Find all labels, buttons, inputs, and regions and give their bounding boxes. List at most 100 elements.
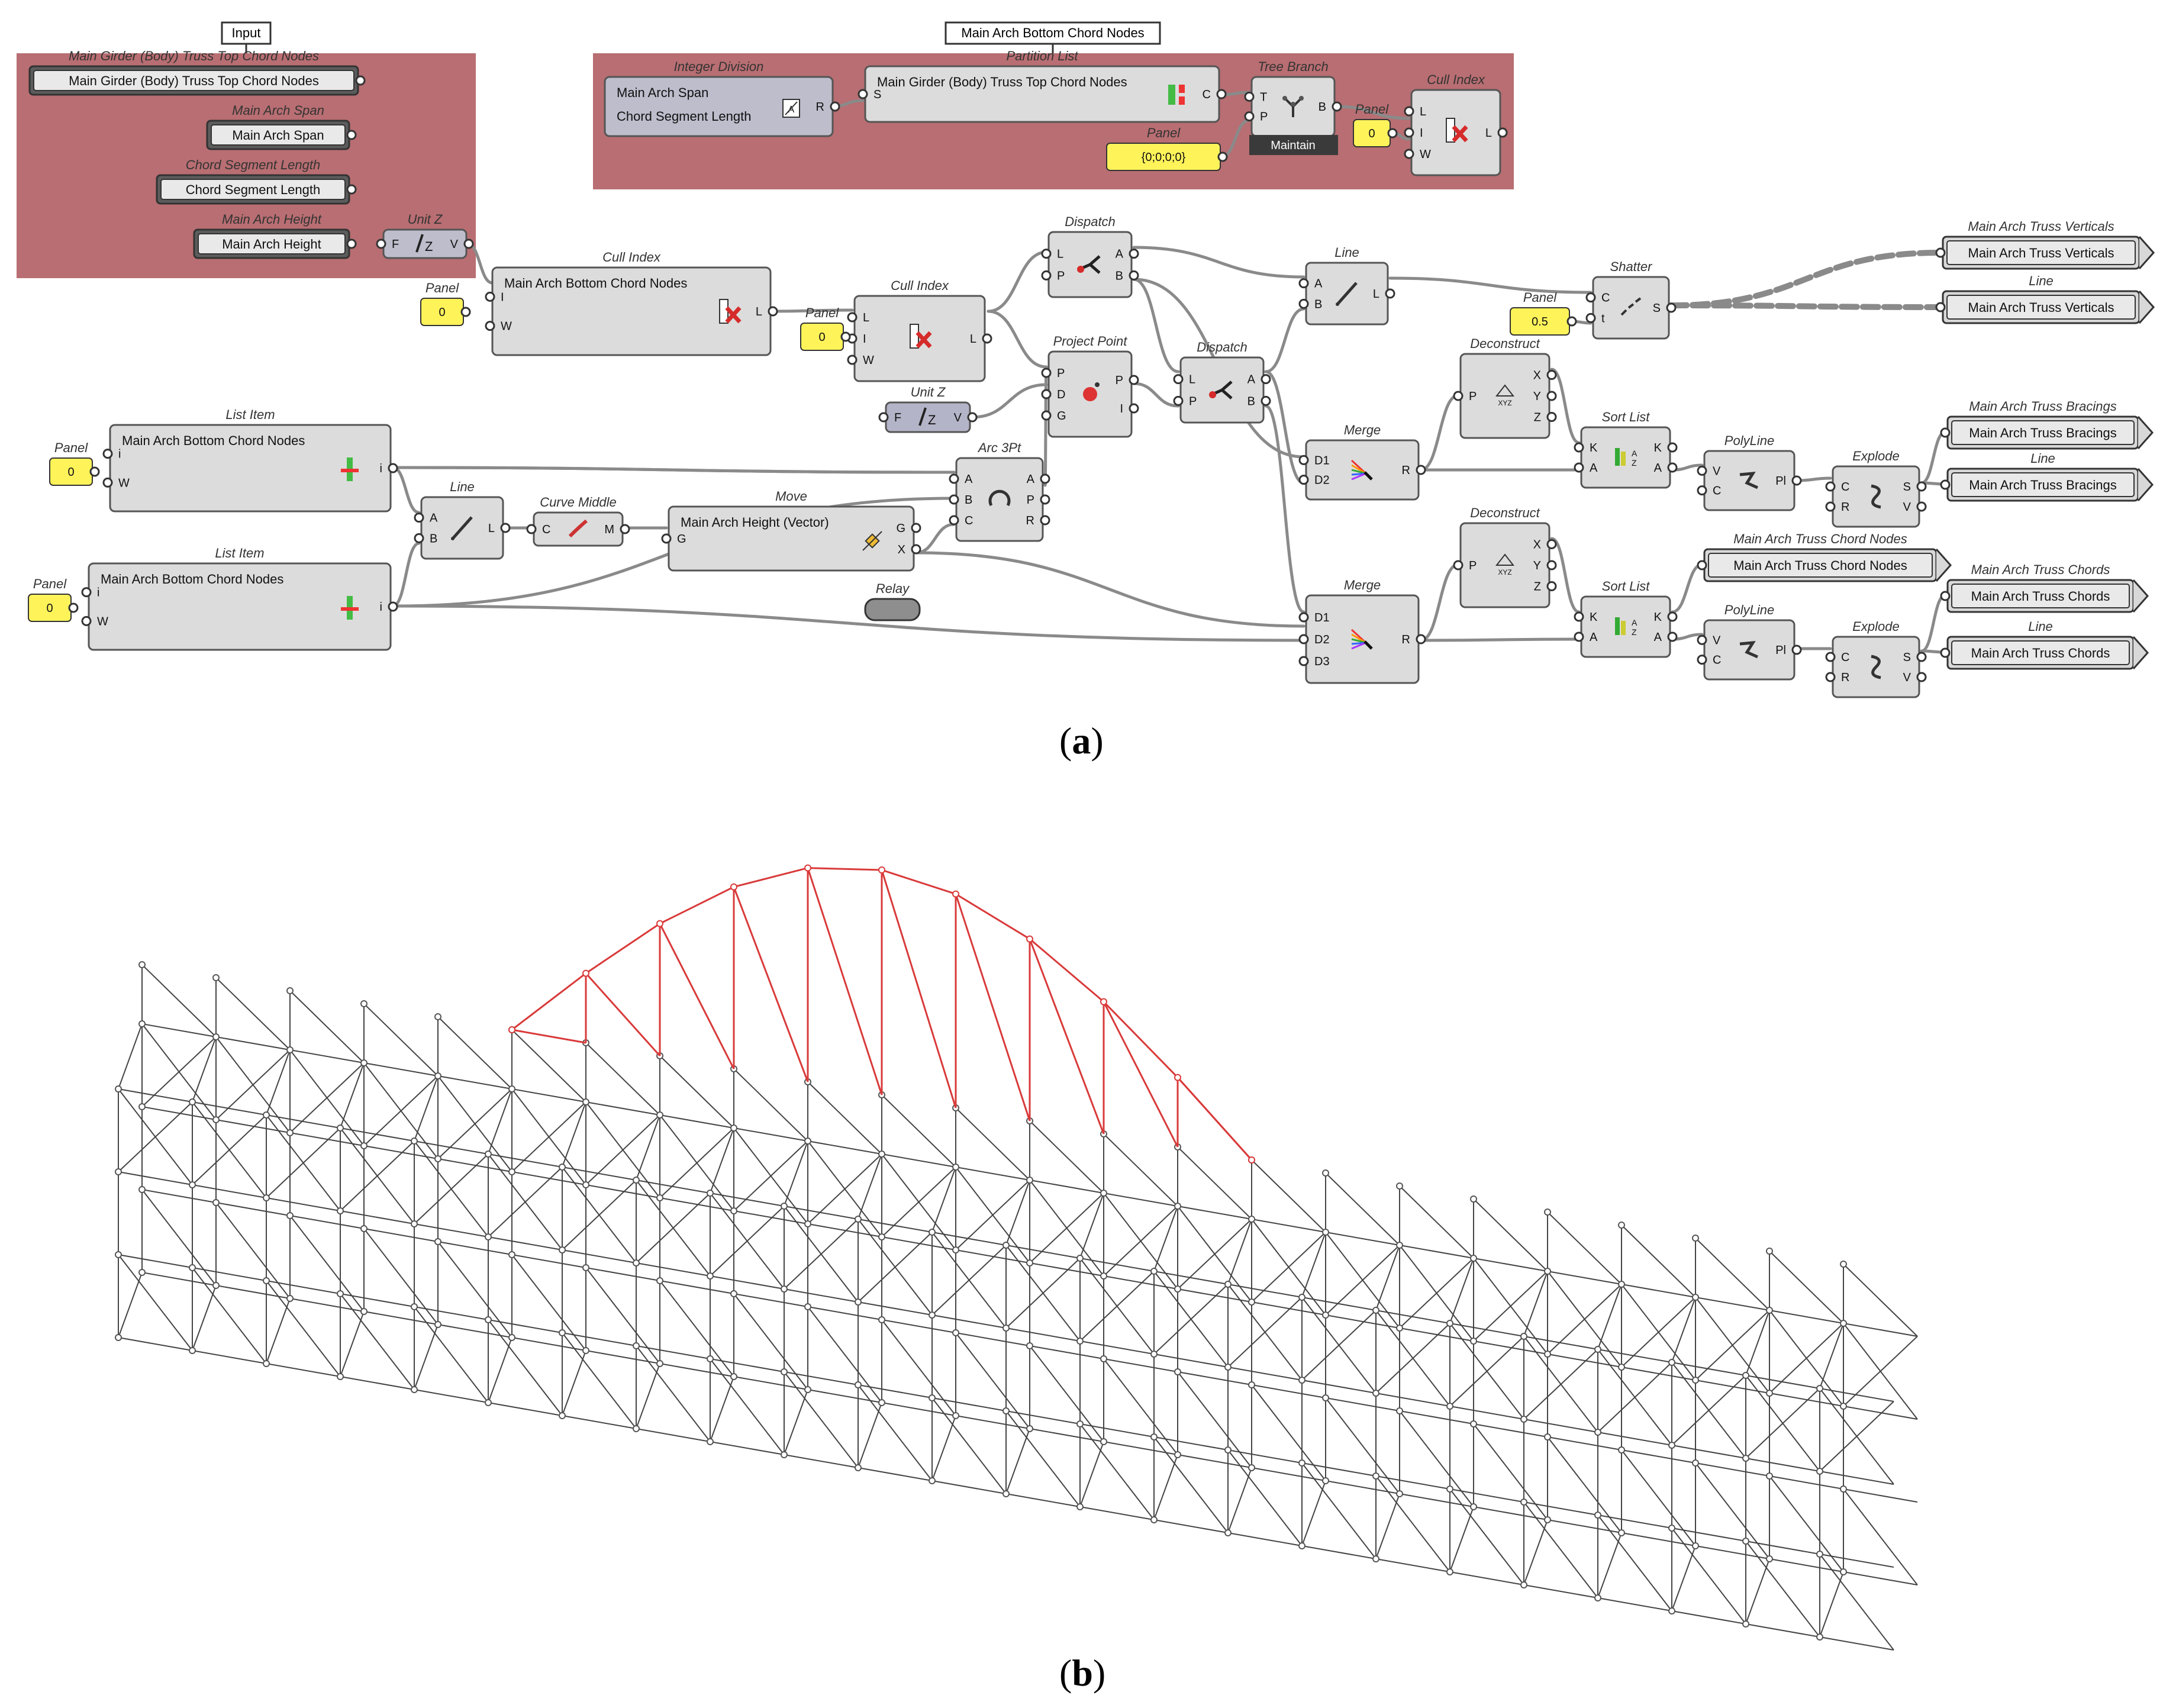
node-panel-path[interactable]: Panel{0;0;0;0} xyxy=(1106,125,1228,171)
truss-member xyxy=(659,1127,734,1198)
node-title: Line xyxy=(1334,245,1359,260)
truss-member xyxy=(1079,1423,1155,1520)
node-params[interactable]: Main Girder (Body) Truss Top Chord Nodes… xyxy=(28,49,366,96)
truss-node xyxy=(1520,1498,1527,1506)
truss-member xyxy=(636,1114,660,1181)
wire xyxy=(1920,430,1947,485)
truss-member xyxy=(1843,1336,1918,1407)
truss-node xyxy=(1840,1403,1847,1410)
truss-node xyxy=(633,1342,640,1349)
component-label: Main Girder (Body) Truss Top Chord Nodes xyxy=(877,75,1127,89)
truss-node xyxy=(434,1155,441,1162)
truss-node xyxy=(1668,1607,1675,1614)
truss-node xyxy=(929,1311,936,1319)
truss-member xyxy=(488,1319,563,1416)
truss-member xyxy=(1177,1371,1252,1468)
node-relay[interactable]: Relay xyxy=(864,581,921,621)
truss-member xyxy=(784,1140,808,1207)
truss-member xyxy=(141,1189,217,1203)
output-port-label: B xyxy=(1116,269,1123,282)
wire xyxy=(391,466,421,514)
truss-node xyxy=(485,1151,492,1158)
truss-node xyxy=(781,1368,788,1375)
node-text: Z xyxy=(1632,627,1637,637)
input-port-label: C xyxy=(965,514,973,527)
truss-member xyxy=(784,1288,859,1303)
truss-member xyxy=(118,1254,193,1268)
input-port-label: t xyxy=(1601,312,1605,325)
truss-node xyxy=(1544,1209,1551,1216)
truss-member xyxy=(414,1223,489,1238)
truss-node xyxy=(1618,1222,1625,1229)
truss-node xyxy=(1816,1551,1823,1558)
truss-member xyxy=(1005,1428,1030,1494)
truss-member xyxy=(1375,1323,1450,1394)
output-port-label: R xyxy=(816,101,824,114)
truss-member xyxy=(1375,1475,1450,1490)
node-layer: Main Girder (Body) Truss Top Chord Nodes… xyxy=(28,49,2155,698)
component-body[interactable] xyxy=(853,295,986,382)
truss-member xyxy=(1745,1541,1820,1638)
truss-node xyxy=(1766,1390,1773,1397)
truss-node xyxy=(286,1295,294,1302)
truss-node xyxy=(1174,1368,1181,1375)
truss-member xyxy=(1079,1193,1104,1259)
truss-member xyxy=(414,1324,439,1390)
truss-member xyxy=(1227,1297,1303,1368)
truss-member xyxy=(585,972,661,1057)
component-badge: Maintain xyxy=(1271,139,1316,152)
truss-node xyxy=(337,1207,344,1214)
node-title: Main Arch Truss Chord Nodes xyxy=(1733,531,1907,546)
truss-member xyxy=(1153,1284,1229,1355)
relay-body[interactable] xyxy=(864,598,921,621)
truss-member xyxy=(1153,1519,1229,1533)
truss-member xyxy=(1745,1388,1820,1459)
truss-member xyxy=(1251,1384,1326,1398)
